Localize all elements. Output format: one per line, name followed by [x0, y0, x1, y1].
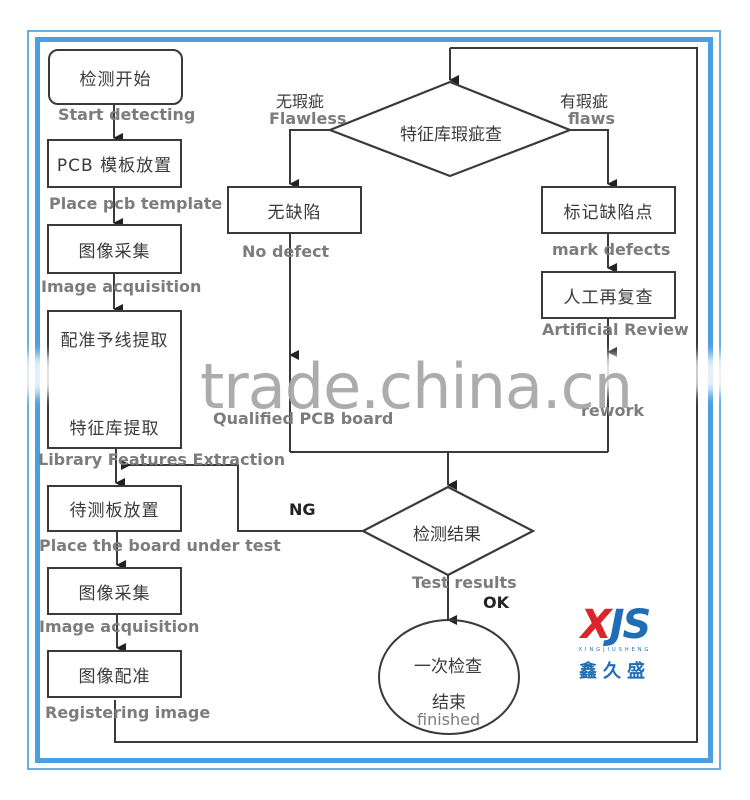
library-extract-cn: 特征库提取: [69, 419, 160, 439]
logo-pinyin: XINGJIUSHENG: [578, 647, 652, 653]
start-detecting-label: Start detecting: [58, 105, 196, 124]
inner-frame-border: [35, 37, 713, 763]
artificial-review-label: Artificial Review: [542, 320, 689, 339]
no-defect-cn: 无缺陷: [267, 202, 322, 223]
logo-chinese-name: 鑫久盛: [579, 661, 651, 682]
start-detecting-cn: 检测开始: [79, 69, 152, 90]
image-acquisition-label-1: Image acquisition: [41, 277, 202, 296]
ok-label: OK: [483, 593, 509, 612]
flaws-label: flaws: [568, 109, 615, 128]
mark-defects-box: 标记缺陷点: [541, 186, 676, 234]
mark-defects-label: mark defects: [552, 240, 671, 259]
image-register-cn: 图像配准: [78, 666, 151, 687]
image-acquisition-box-1: 图像采集: [47, 224, 182, 274]
image-acquisition-label-2: Image acquisition: [39, 617, 200, 636]
flaw-check-decision-text: 特征库瑕疵查: [400, 125, 502, 145]
watermark-blur-edge: [690, 355, 740, 393]
outer-frame-border: [27, 30, 721, 770]
end-cn-line2: 结束: [432, 693, 466, 713]
test-result-decision-text: 检测结果: [413, 525, 481, 545]
library-extract-label: Library Features Extraction: [38, 450, 286, 469]
place-board-box: 待测板放置: [47, 485, 182, 532]
no-defect-box: 无缺陷: [227, 186, 362, 234]
no-defect-label: No defect: [242, 242, 330, 261]
logo-mark: XJS: [560, 605, 670, 645]
logo-x: X: [580, 602, 612, 648]
place-template-box: PCB 模板放置: [47, 139, 182, 188]
start-detecting-box: 检测开始: [48, 49, 183, 105]
company-logo: XJS XINGJIUSHENG 鑫久盛: [560, 605, 670, 695]
mark-defects-cn: 标记缺陷点: [563, 202, 654, 223]
artificial-review-box: 人工再复查: [541, 271, 676, 319]
end-cn-line1: 一次检查: [414, 657, 482, 677]
place-template-cn: PCB 模板放置: [56, 156, 173, 176]
image-register-box: 图像配准: [47, 650, 182, 698]
image-acquisition-cn-1: 图像采集: [78, 241, 151, 262]
logo-js: JS: [609, 602, 652, 648]
image-register-label: Registering image: [45, 703, 211, 722]
flawless-label: Flawless: [269, 109, 347, 128]
watermark-blur-left: [20, 355, 170, 395]
test-results-label: Test results: [412, 573, 517, 592]
ng-label: NG: [289, 500, 316, 519]
watermark-blur-right: [570, 355, 630, 393]
flaws-cn: 有瑕疵: [560, 92, 609, 111]
image-acquisition-cn-2: 图像采集: [78, 583, 151, 604]
qualified-pcb-label: Qualified PCB board: [213, 409, 394, 428]
place-template-label: Place pcb template: [49, 194, 223, 213]
artificial-review-cn: 人工再复查: [563, 287, 654, 308]
finished-label: finished: [417, 710, 481, 729]
place-board-cn: 待测板放置: [69, 501, 160, 521]
watermark-text: trade.china.cn: [200, 350, 633, 423]
flawless-cn: 无瑕疵: [276, 92, 325, 111]
register-line-extract-cn: 配准予线提取: [60, 331, 169, 351]
place-board-label: Place the board under test: [39, 536, 281, 555]
image-acquisition-box-2: 图像采集: [47, 567, 182, 615]
rework-label: rework: [581, 401, 645, 420]
